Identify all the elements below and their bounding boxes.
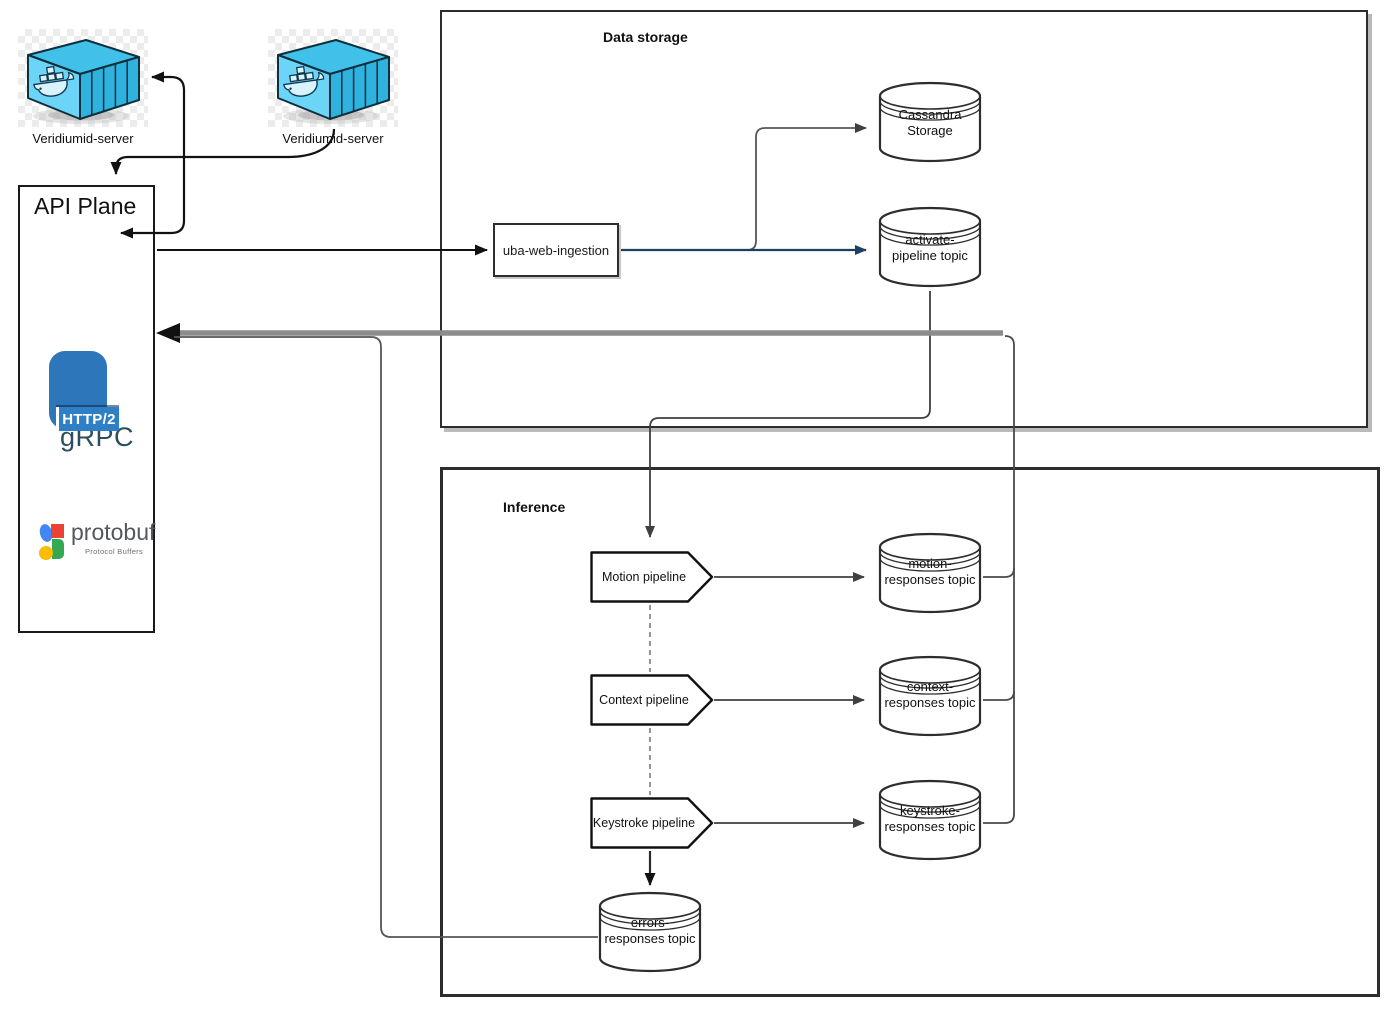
inference-label: Inference — [503, 499, 566, 515]
veridiumid-server-right — [268, 29, 398, 127]
api-plane-title: API Plane — [34, 193, 137, 219]
veridiumid-server-right-label: Veridiumid-server — [282, 131, 384, 146]
docker-container-icon — [27, 39, 140, 124]
errors-responses-topic-node: errors-responses topic — [598, 890, 702, 974]
context-responses-topic-node: context-responses topic — [878, 654, 982, 738]
keystroke-responses-topic-node: keystroke-responses topic — [878, 778, 982, 862]
errors-responses-topic-label: errors-responses topic — [604, 915, 696, 946]
cylinder-shape — [878, 206, 982, 288]
protobuf-logo: protobuf Protocol Buffers — [38, 521, 155, 563]
cylinder-shape — [878, 81, 982, 163]
edge-responses-arrowhead — [156, 323, 180, 343]
http2-label: HTTP/2 — [56, 407, 119, 431]
context-responses-topic-label: context-responses topic — [884, 679, 976, 710]
veridiumid-server-left — [18, 29, 148, 127]
docker-container-icon — [277, 39, 390, 124]
data-storage-label: Data storage — [603, 29, 688, 45]
uba-web-ingestion-label: uba-web-ingestion — [502, 242, 610, 258]
keystroke-pipeline-label: Keystroke pipeline — [592, 816, 696, 830]
keystroke-pipeline-node: Keystroke pipeline — [590, 797, 714, 849]
activate-pipeline-topic-label: activate-pipeline topic — [892, 232, 968, 263]
context-pipeline-label: Context pipeline — [599, 693, 689, 707]
cylinder-shape — [878, 532, 982, 614]
cylinder-shape — [878, 779, 982, 861]
http2-logo: HTTP/2 — [49, 351, 119, 435]
docker-whale-icon — [283, 65, 325, 97]
docker-whale-icon — [33, 65, 75, 97]
cassandra-storage-label: Cassandra Storage — [898, 107, 962, 138]
activate-pipeline-topic-node: activate-pipeline topic — [878, 205, 982, 289]
keystroke-responses-topic-label: keystroke-responses topic — [884, 803, 976, 834]
cylinder-shape — [598, 891, 702, 973]
protobuf-label: protobuf — [71, 519, 156, 545]
veridiumid-server-left-label: Veridiumid-server — [32, 131, 134, 146]
motion-responses-topic-node: motion-responses topic — [878, 531, 982, 615]
context-pipeline-node: Context pipeline — [590, 674, 714, 726]
cylinder-shape — [878, 655, 982, 737]
motion-responses-topic-label: motion-responses topic — [884, 556, 976, 587]
motion-pipeline-node: Motion pipeline — [590, 551, 714, 603]
protobuf-icon — [39, 524, 64, 560]
uba-web-ingestion-node: uba-web-ingestion — [493, 223, 619, 277]
motion-pipeline-label: Motion pipeline — [601, 570, 687, 584]
api-plane-box: API Plane gRPC HTTP/2 — [18, 185, 155, 633]
cassandra-storage-node: Cassandra Storage — [878, 80, 982, 164]
protobuf-sublabel: Protocol Buffers — [85, 547, 144, 556]
